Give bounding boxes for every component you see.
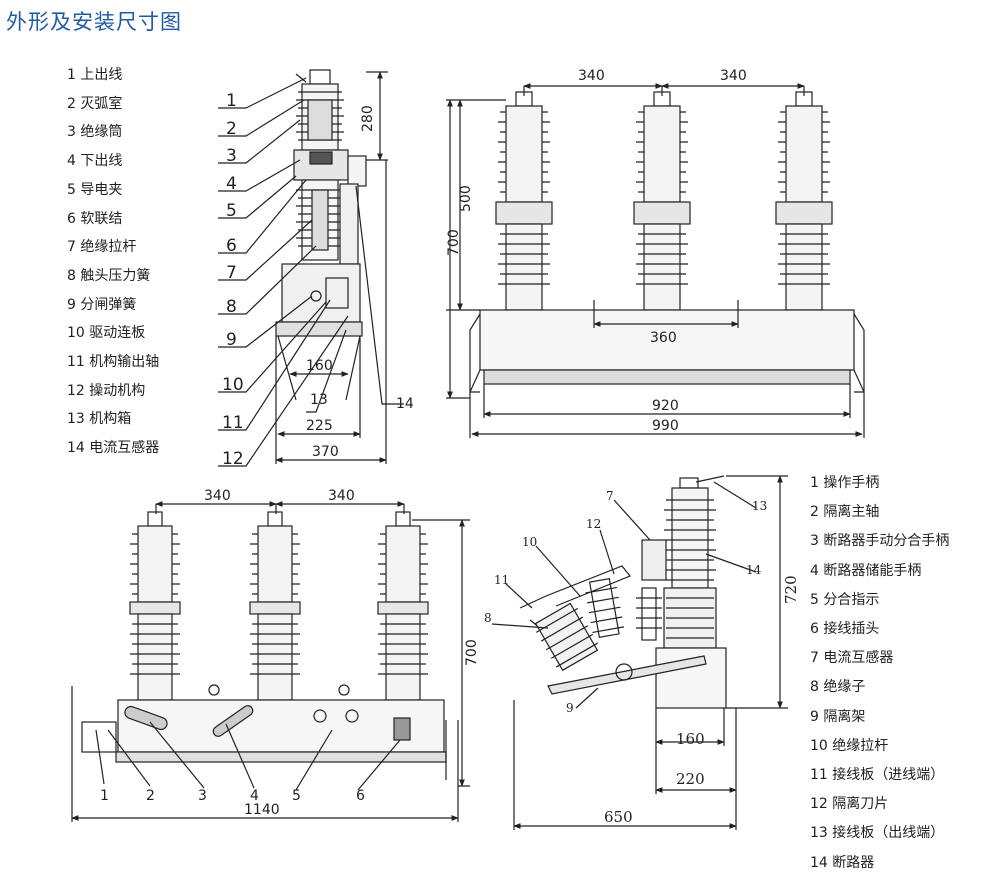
legend-item: 6 软联结 bbox=[67, 210, 123, 227]
legend-item: 1 操作手柄 bbox=[810, 475, 880, 491]
dim-220: 220 bbox=[676, 770, 705, 788]
legend-item: 9 分闸弹簧 bbox=[67, 296, 137, 313]
legend-item: 9 隔离架 bbox=[810, 708, 866, 725]
side-view-callouts: 1 2 3 4 5 6 7 8 9 10 11 12 13 14 280 160… bbox=[222, 91, 414, 469]
legend-item: 8 触头压力簧 bbox=[67, 267, 151, 284]
callout-13: 13 bbox=[310, 392, 328, 408]
dim-370: 370 bbox=[312, 444, 339, 460]
page-title: 外形及安装尺寸图 bbox=[6, 10, 182, 34]
legend-item: 5 导电夹 bbox=[67, 181, 123, 198]
legend-item: 8 绝缘子 bbox=[810, 679, 866, 696]
callout-i10: 10 bbox=[522, 535, 537, 549]
callout-3: 3 bbox=[226, 146, 237, 166]
legend-item: 7 绝缘拉杆 bbox=[67, 239, 137, 256]
drawing-canvas: 1 2 3 4 5 6 7 8 9 10 11 12 13 14 280 160… bbox=[71, 68, 865, 830]
pole-c bbox=[377, 511, 429, 701]
callout-12: 12 bbox=[222, 449, 244, 469]
isolator-view-drawing bbox=[491, 475, 788, 830]
callout-i12: 12 bbox=[586, 517, 601, 531]
dim-1140: 1140 bbox=[244, 802, 280, 818]
dim-920: 920 bbox=[652, 398, 679, 414]
side-view-drawing bbox=[218, 69, 404, 467]
callout-i7: 7 bbox=[606, 489, 614, 503]
legend-item: 3 断路器手动分合手柄 bbox=[810, 533, 950, 550]
callout-10: 10 bbox=[222, 375, 244, 395]
legend-item: 10 驱动连板 bbox=[67, 325, 146, 342]
callout-8: 8 bbox=[226, 297, 237, 317]
dim-340-c: 340 bbox=[204, 488, 231, 504]
legend-item: 10 绝缘拉杆 bbox=[810, 737, 889, 754]
callout-i11: 11 bbox=[494, 573, 509, 587]
legend-bottom: 1 操作手柄 2 隔离主轴 3 断路器手动分合手柄 4 断路器储能手柄 5 分合… bbox=[810, 469, 949, 878]
callout-b3: 3 bbox=[198, 788, 207, 804]
dim-700-b: 700 bbox=[464, 639, 480, 666]
callout-i14: 14 bbox=[746, 563, 762, 577]
legend-item: 7 电流互感器 bbox=[810, 650, 894, 667]
dim-160: 160 bbox=[306, 358, 333, 374]
callout-b1: 1 bbox=[100, 788, 109, 804]
legend-item: 5 分合指示 bbox=[810, 591, 880, 608]
legend-item: 4 下出线 bbox=[67, 153, 123, 170]
pole-2 bbox=[633, 91, 691, 311]
legend-top: 1 上出线 2 灭弧室 3 绝缘筒 4 下出线 5 导电夹 6 软联结 7 绝缘… bbox=[67, 61, 159, 463]
dim-700: 700 bbox=[446, 229, 462, 256]
legend-item: 11 接线板（进线端） bbox=[810, 767, 945, 784]
callout-i13: 13 bbox=[752, 499, 767, 513]
callout-1: 1 bbox=[226, 91, 237, 111]
dim-340-d: 340 bbox=[328, 488, 355, 504]
callout-7: 7 bbox=[226, 263, 237, 283]
dim-160-b: 160 bbox=[676, 730, 705, 748]
legend-item: 14 电流互感器 bbox=[67, 440, 160, 457]
callout-6: 6 bbox=[226, 236, 237, 256]
front-view-dims: 340 340 500 700 360 920 990 bbox=[446, 68, 747, 434]
front-view-drawing bbox=[446, 83, 865, 438]
dim-280: 280 bbox=[360, 105, 376, 132]
callout-b6: 6 bbox=[356, 788, 365, 804]
legend-item: 3 绝缘筒 bbox=[67, 124, 123, 141]
dim-340-b: 340 bbox=[720, 68, 747, 84]
isolator-view-labels: 720 160 220 650 7 12 10 11 8 9 13 14 bbox=[484, 489, 800, 826]
callout-11: 11 bbox=[222, 413, 244, 433]
callout-i8: 8 bbox=[484, 611, 492, 625]
dim-720: 720 bbox=[782, 575, 800, 604]
callout-5: 5 bbox=[226, 201, 237, 221]
callout-2: 2 bbox=[226, 119, 237, 139]
legend-item: 11 机构输出轴 bbox=[67, 354, 160, 371]
legend-item: 6 接线插头 bbox=[810, 621, 880, 638]
dim-225: 225 bbox=[306, 418, 333, 434]
pole-b bbox=[249, 511, 301, 701]
legend-item: 12 操动机构 bbox=[67, 382, 146, 399]
pole-a bbox=[129, 511, 181, 701]
callout-b2: 2 bbox=[146, 788, 155, 804]
dim-340-a: 340 bbox=[578, 68, 605, 84]
front-view-2-drawing bbox=[71, 501, 470, 822]
dim-650: 650 bbox=[604, 808, 633, 826]
legend-item: 12 隔离刀片 bbox=[810, 796, 889, 813]
legend-item: 1 上出线 bbox=[67, 67, 123, 83]
legend-item: 2 隔离主轴 bbox=[810, 504, 880, 521]
legend-item: 14 断路器 bbox=[810, 854, 875, 871]
legend-item: 13 机构箱 bbox=[67, 411, 132, 428]
pole-1 bbox=[495, 91, 553, 311]
callout-14: 14 bbox=[396, 396, 414, 412]
callout-4: 4 bbox=[226, 174, 237, 194]
legend-item: 13 接线板（出线端） bbox=[810, 825, 945, 842]
callout-b5: 5 bbox=[292, 788, 301, 804]
callout-b4: 4 bbox=[250, 788, 259, 804]
callout-9: 9 bbox=[226, 330, 237, 350]
legend-item: 4 断路器储能手柄 bbox=[810, 562, 922, 579]
dim-500: 500 bbox=[458, 185, 474, 212]
callout-i9: 9 bbox=[566, 701, 574, 715]
dim-360: 360 bbox=[650, 330, 677, 346]
pole-3 bbox=[775, 91, 833, 311]
dim-990: 990 bbox=[652, 418, 679, 434]
front-view-2-labels: 340 340 700 1140 1 2 3 4 5 6 bbox=[100, 488, 480, 818]
legend-item: 2 灭弧室 bbox=[67, 95, 123, 112]
